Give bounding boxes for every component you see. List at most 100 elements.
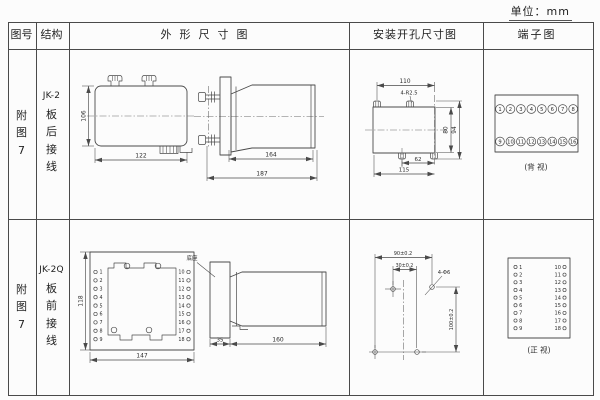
dim-hole-span-height: 100±0.2 xyxy=(449,309,455,331)
svg-text:16: 16 xyxy=(178,320,184,326)
svg-text:15: 15 xyxy=(555,303,561,309)
jk2-front-view: 106 122 xyxy=(81,75,195,163)
header-fig-no: 图号 xyxy=(10,28,33,41)
fig-no-text: 附图7 xyxy=(16,109,27,157)
svg-text:6: 6 xyxy=(519,303,522,309)
svg-text:14: 14 xyxy=(549,139,556,145)
svg-text:10: 10 xyxy=(507,139,514,145)
dim-hole-offset: 30±0.2 xyxy=(396,263,414,269)
jk2-side-view: 164 187 xyxy=(194,76,324,181)
svg-text:4: 4 xyxy=(519,288,522,294)
dim-front-height: 106 xyxy=(81,110,88,122)
fig-no-text: 附图7 xyxy=(16,283,27,331)
dim-outer-height: 94 xyxy=(452,126,458,134)
svg-text:16: 16 xyxy=(570,139,577,145)
svg-text:1: 1 xyxy=(100,270,103,276)
dim-bottom-outer: 115 xyxy=(399,168,410,174)
svg-text:12: 12 xyxy=(555,280,561,286)
dim-base-depth: 35 xyxy=(217,338,224,344)
dim-side-body-length: 164 xyxy=(265,152,277,159)
svg-text:3: 3 xyxy=(519,280,522,286)
svg-text:13: 13 xyxy=(178,295,184,301)
svg-text:5: 5 xyxy=(519,295,522,301)
header-structure: 结构 xyxy=(40,28,63,41)
svg-text:5: 5 xyxy=(100,303,103,309)
dim-bottom-inner: 62 xyxy=(415,157,422,163)
dim-side-total-length: 187 xyxy=(256,171,268,178)
header-mounting: 安装开孔尺寸图 xyxy=(373,28,457,41)
jk2q-mounting-drawing: 4-Φ6 90±0.2 30±0.2 100±0.2 xyxy=(369,251,460,360)
dim-top-width: 110 xyxy=(399,79,410,85)
header-terminal: 端子图 xyxy=(517,28,557,41)
model-label: JK-2 xyxy=(42,91,61,102)
svg-text:5: 5 xyxy=(540,107,543,113)
svg-text:9: 9 xyxy=(498,139,501,145)
svg-text:6: 6 xyxy=(551,107,554,113)
dim-inner-height: 80 xyxy=(444,126,450,134)
jk2-mounting-drawing: 110 4-R2.5 62 115 80 94 xyxy=(365,79,462,177)
svg-text:13: 13 xyxy=(555,288,561,294)
svg-text:15: 15 xyxy=(178,312,184,318)
svg-text:3: 3 xyxy=(519,107,522,113)
dim-body-length: 160 xyxy=(272,337,284,344)
svg-text:11: 11 xyxy=(518,139,525,145)
svg-text:14: 14 xyxy=(555,295,561,301)
svg-text:7: 7 xyxy=(100,320,103,326)
col-line-1 xyxy=(36,23,37,395)
svg-text:15: 15 xyxy=(559,139,566,145)
wiring-label: 板前接线 xyxy=(46,282,57,347)
row-rule xyxy=(9,219,593,220)
jk2-outline-drawing: 106 122 164 187 xyxy=(81,75,324,181)
svg-text:13: 13 xyxy=(538,139,545,145)
view-caption: (正 视) xyxy=(527,345,550,355)
hole-spec-label: 4-Φ6 xyxy=(438,270,451,276)
dim-front-width: 122 xyxy=(135,153,147,160)
svg-text:2: 2 xyxy=(100,278,103,284)
svg-text:8: 8 xyxy=(571,107,574,113)
row2-structure: JK-2Q 板前接线 xyxy=(35,220,68,394)
row1-structure: JK-2 板后接线 xyxy=(35,48,68,218)
svg-text:4: 4 xyxy=(530,107,534,113)
svg-text:9: 9 xyxy=(519,326,522,332)
svg-text:7: 7 xyxy=(561,107,564,113)
svg-text:1: 1 xyxy=(519,265,522,271)
col-line-2 xyxy=(69,23,70,395)
svg-text:2: 2 xyxy=(519,272,522,278)
svg-text:16: 16 xyxy=(555,311,561,317)
base-label: 底座 xyxy=(186,254,198,262)
view-caption: (背 视) xyxy=(524,162,547,172)
svg-text:6: 6 xyxy=(100,312,103,318)
svg-text:12: 12 xyxy=(178,287,184,293)
col-line-3 xyxy=(349,23,350,395)
svg-text:12: 12 xyxy=(528,139,535,145)
jk2q-side-view: 底座 35 160 xyxy=(186,254,327,347)
header-rule xyxy=(9,49,593,50)
dim-front-height: 118 xyxy=(78,295,85,307)
svg-text:1: 1 xyxy=(498,107,501,113)
svg-text:7: 7 xyxy=(519,311,522,317)
hole-spec-label: 4-R2.5 xyxy=(400,91,417,97)
dim-front-width: 147 xyxy=(136,353,148,360)
svg-text:17: 17 xyxy=(178,329,184,335)
svg-text:18: 18 xyxy=(178,337,184,343)
svg-text:9: 9 xyxy=(100,337,103,343)
col-line-4 xyxy=(483,23,484,395)
svg-text:17: 17 xyxy=(555,318,561,324)
svg-text:2: 2 xyxy=(509,107,512,113)
model-label: JK-2Q xyxy=(39,265,64,276)
svg-text:14: 14 xyxy=(178,303,184,309)
svg-text:10: 10 xyxy=(178,270,184,276)
front-terminals-right: 10 11 12 13 14 15 16 17 18 xyxy=(178,270,191,343)
svg-text:11: 11 xyxy=(178,278,184,284)
svg-text:10: 10 xyxy=(555,265,561,271)
spec-table xyxy=(8,22,594,396)
